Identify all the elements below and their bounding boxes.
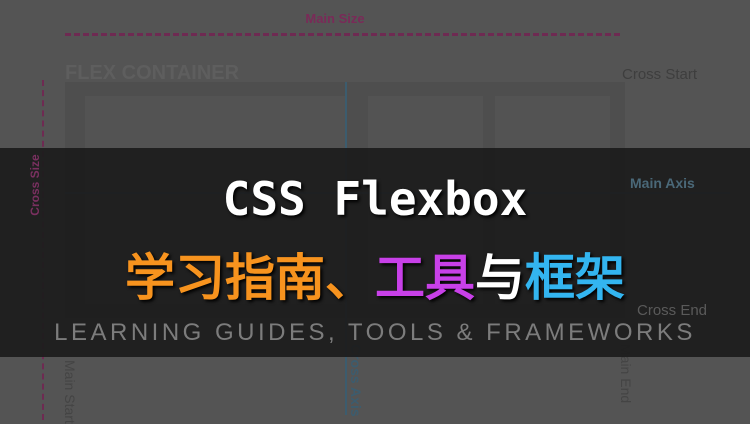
main-axis-label: Main Axis xyxy=(630,175,695,191)
cross-end-label: Cross End xyxy=(637,302,708,319)
banner-subtitle-english: LEARNING GUIDES, TOOLS & FRAMEWORKS xyxy=(54,319,696,346)
main-size-dashed-line xyxy=(65,33,620,36)
subtitle-part-tools: 工具 xyxy=(375,250,475,306)
banner-subtitle-chinese: 学习指南、工具与框架 xyxy=(0,238,750,310)
subtitle-part-and: 与 xyxy=(475,250,525,306)
cross-start-label: Cross Start xyxy=(622,66,698,83)
subtitle-part-frameworks: 框架 xyxy=(525,250,625,306)
subtitle-part-guides: 学习指南 xyxy=(125,250,325,306)
subtitle-part-comma: 、 xyxy=(325,250,375,306)
main-size-label: Main Size xyxy=(305,11,365,26)
main-start-label: Main Start xyxy=(62,360,78,424)
title-band xyxy=(0,148,750,357)
banner-title: CSS Flexbox xyxy=(222,172,528,226)
flex-container-label: FLEX CONTAINER xyxy=(65,62,240,84)
